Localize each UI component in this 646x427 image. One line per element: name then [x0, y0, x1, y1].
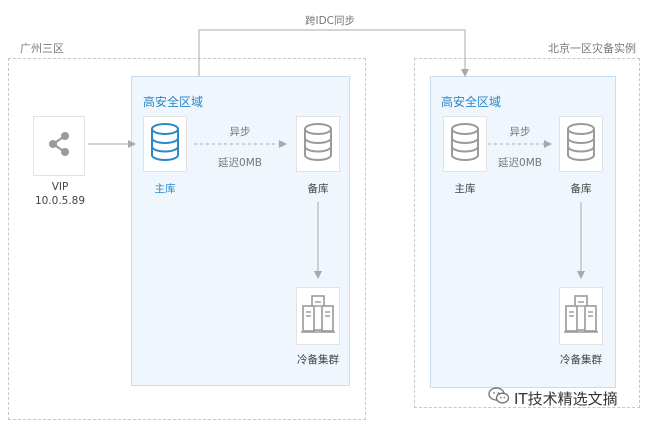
database-icon — [303, 123, 333, 165]
database-icon — [450, 123, 480, 165]
right-standby-db-node — [559, 116, 603, 172]
left-cold-cluster-node — [296, 287, 340, 345]
vip-node — [33, 116, 85, 176]
database-icon — [566, 123, 596, 165]
right-latency-label: 延迟0MB — [498, 157, 542, 169]
right-cold-cluster-label: 冷备集群 — [560, 354, 602, 366]
region-beijing-dr-label: 北京一区灾备实例 — [548, 42, 636, 55]
right-primary-db-label: 主库 — [454, 183, 476, 195]
left-zone-title: 高安全区域 — [143, 95, 204, 109]
right-standby-db-label: 备库 — [570, 183, 592, 195]
database-icon — [150, 123, 180, 165]
watermark: IT技术精选文摘 — [488, 386, 618, 410]
region-guangzhou-label: 广州三区 — [20, 42, 64, 55]
left-standby-db-label: 备库 — [307, 183, 329, 195]
left-primary-db-label: 主库 — [154, 183, 176, 195]
right-zone-title: 高安全区域 — [441, 95, 502, 109]
share-icon — [44, 129, 74, 163]
right-primary-db-node — [443, 116, 487, 172]
left-standby-db-node — [296, 116, 340, 172]
cross-idc-sync-label: 跨IDC同步 — [304, 15, 356, 27]
server-cluster-icon — [564, 294, 598, 338]
region-beijing-dr — [414, 58, 640, 408]
left-async-label: 异步 — [229, 126, 251, 138]
wechat-icon — [488, 386, 510, 410]
server-cluster-icon — [301, 294, 335, 338]
cross-idc-sync-line — [198, 29, 469, 77]
left-cold-cluster-label: 冷备集群 — [297, 354, 339, 366]
right-cold-cluster-node — [559, 287, 603, 345]
vip-address: 10.0.5.89 — [34, 195, 86, 207]
region-guangzhou — [8, 58, 366, 420]
left-latency-label: 延迟0MB — [218, 157, 262, 169]
watermark-text: IT技术精选文摘 — [514, 389, 618, 408]
left-primary-db-node — [143, 116, 187, 172]
right-async-label: 异步 — [509, 126, 531, 138]
vip-label: VIP — [51, 181, 69, 193]
